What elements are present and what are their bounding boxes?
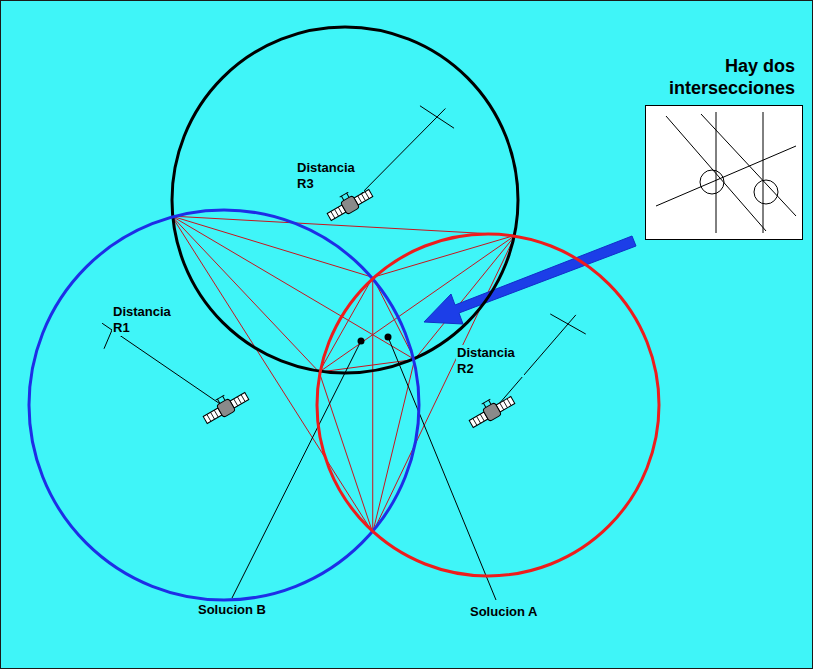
chord-line: [373, 235, 516, 532]
satellite-icon: [465, 390, 516, 430]
receiver-cross: [102, 323, 112, 330]
chord-line: [372, 277, 373, 532]
chord-line: [373, 277, 415, 359]
distance-label: Distancia R1: [112, 304, 180, 336]
chord-line: [319, 372, 373, 533]
range-line: [112, 330, 226, 408]
range-circle: Distancia R1: [28, 209, 420, 601]
receiver-cross: [437, 108, 445, 117]
receiver-cross: [420, 106, 454, 128]
chord-line: [319, 277, 373, 372]
range-lines: [102, 106, 586, 412]
circle-outline: [171, 26, 519, 374]
solution-label: Solucion A: [468, 604, 539, 620]
chord-line: [172, 216, 516, 235]
inset-frame: [645, 105, 803, 240]
inset-heading: Hay dos intersecciones: [645, 55, 803, 99]
receiver-cross: [568, 315, 576, 324]
distance-label: Distancia R3: [296, 160, 364, 192]
circle-outline: [316, 233, 660, 577]
chord-line: [172, 216, 373, 277]
receiver-cross: [550, 314, 586, 334]
inset-sketch: [646, 106, 802, 239]
satellite-icon: [199, 386, 250, 426]
range-circle: Distancia R2: [316, 233, 660, 577]
chord-line: [172, 216, 319, 372]
chord-line: [373, 235, 516, 277]
inset-box: Hay dos intersecciones: [645, 55, 803, 240]
distance-label: Distancia R2: [456, 345, 524, 377]
circle-outline: [28, 209, 420, 601]
solution-label: Solucion B: [196, 602, 268, 618]
range-circle: Distancia R3: [171, 26, 519, 374]
